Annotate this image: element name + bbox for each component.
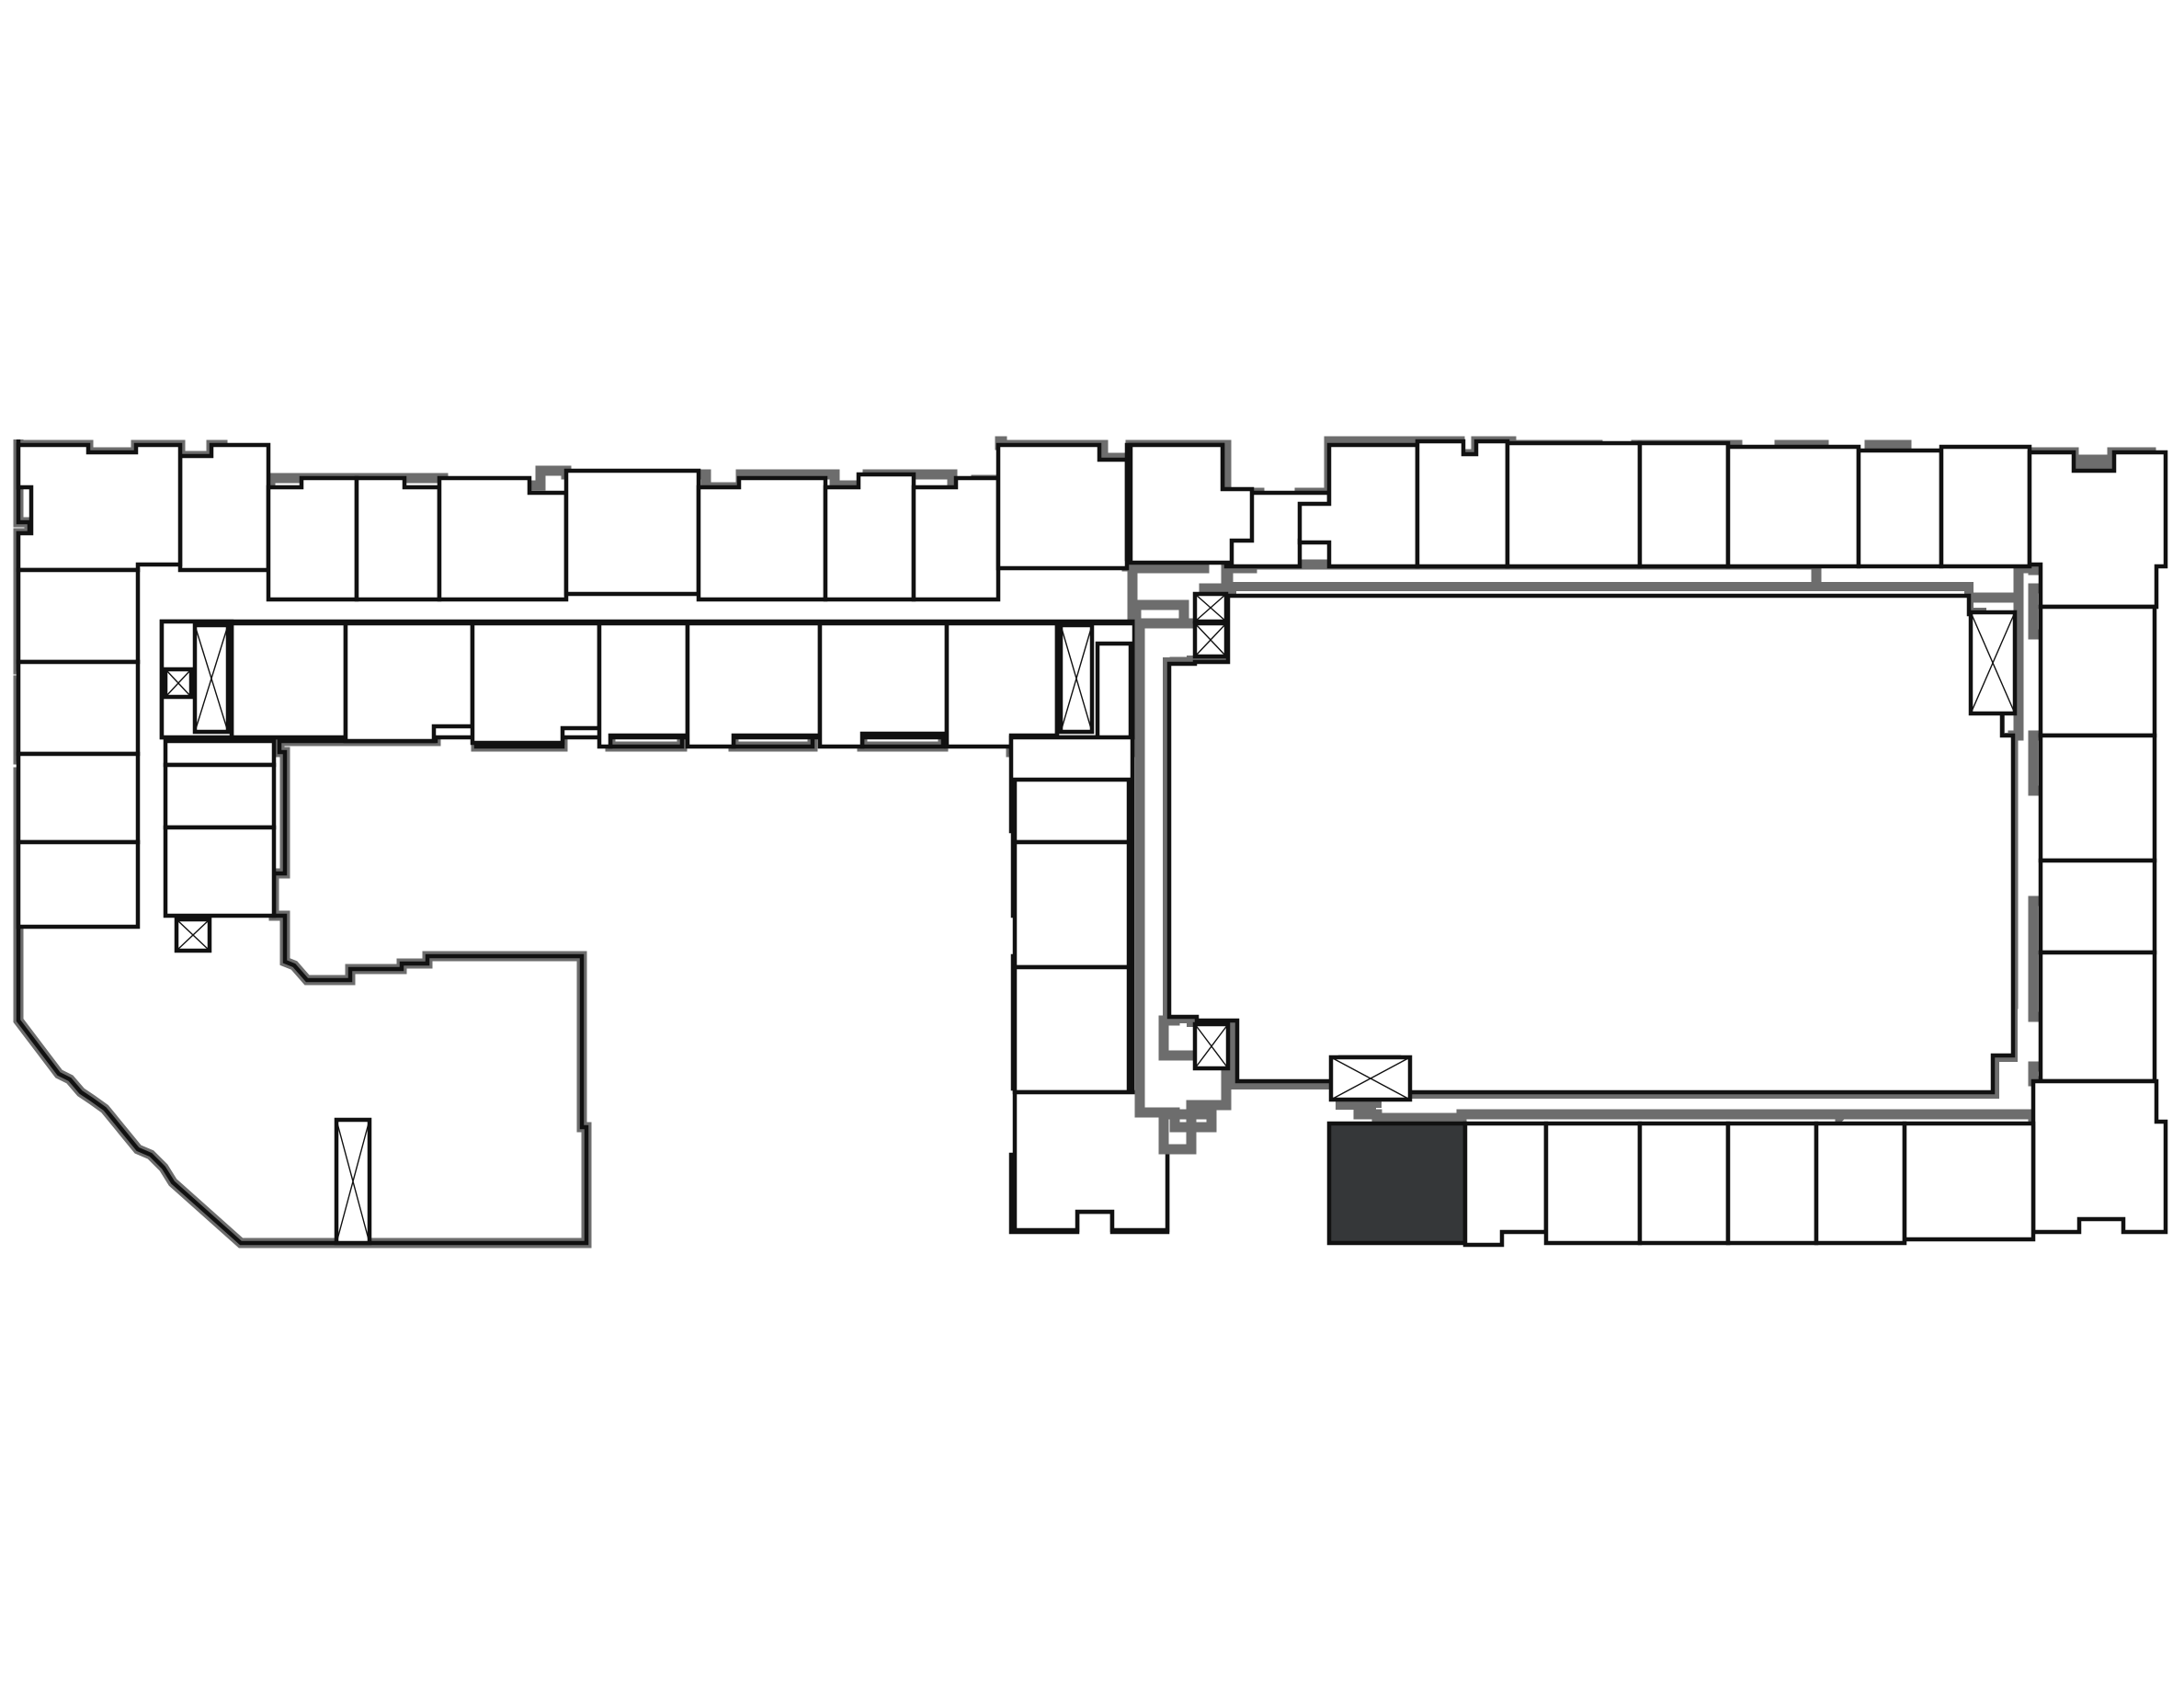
west-north-unit-9 (995, 442, 1130, 571)
west-col-unit-2 (16, 659, 141, 757)
east-north-unit-2 (1415, 439, 1510, 569)
east-col-unit-1 (2038, 604, 2157, 738)
west-spine-unit-4 (597, 621, 690, 749)
west-spine-unit-7 (944, 621, 1060, 749)
east-north-unit-4 (1637, 440, 1731, 569)
west-north-unit-2 (266, 475, 359, 602)
east-north-unit-5 (1725, 444, 1861, 569)
west-spine-unit-5 (685, 621, 823, 749)
east-north-unit-7 (1939, 444, 2032, 569)
west-north-unit-8 (911, 475, 1001, 602)
south-wing-unit-5 (1725, 1121, 1819, 1246)
west-spine-unit-2 (343, 621, 475, 744)
east-north-unit-6 (1856, 448, 1944, 569)
west-spine-unit-1 (229, 621, 348, 740)
west-north-unit-1 (177, 442, 271, 573)
east-col-unit-3 (2038, 858, 2157, 955)
west-col-unit-3 (16, 751, 141, 845)
west-col-unit-4 (16, 839, 141, 930)
west-lobby-room-1 (163, 738, 277, 768)
west-spine-unit-6 (817, 621, 950, 749)
west-north-unit-4 (437, 475, 569, 602)
east-col-unit-4 (2038, 950, 2157, 1084)
west-north-unit-6 (696, 475, 828, 602)
central-link-unit (1128, 442, 1255, 565)
east-corner-unit-ne (2027, 450, 2168, 610)
west-corner-unit (16, 442, 183, 573)
east-col-unit-2 (2038, 733, 2157, 863)
west-lobby-room-2 (163, 762, 277, 830)
west-lobby-room-3 (163, 825, 277, 918)
east-building (1128, 436, 2168, 1248)
west-building (13, 436, 1257, 1249)
east-arm-unit-2 (1012, 839, 1132, 970)
south-wing-unit-3 (1543, 1121, 1643, 1246)
south-wing-unit-7 (1902, 1121, 2036, 1242)
west-north-unit-5 (563, 468, 701, 597)
west-spine-unit-3 (470, 621, 602, 746)
east-corner-unit-se (2030, 1078, 2168, 1235)
west-north-unit-7 (823, 472, 916, 602)
east-arm-unit-1 (1012, 777, 1132, 845)
south-wing-unit-6 (1814, 1121, 1907, 1246)
west-col-unit-1 (16, 567, 141, 665)
east-north-unit-3 (1505, 440, 1643, 569)
south-wing-unit-1 (1326, 1121, 1468, 1246)
south-wing-unit-2 (1462, 1121, 1549, 1248)
courtyard-lawn (1166, 593, 2016, 1095)
east-arm-unit-3 (1012, 964, 1132, 1095)
south-wing-unit-4 (1637, 1121, 1731, 1246)
west-north-unit-3 (354, 475, 442, 602)
